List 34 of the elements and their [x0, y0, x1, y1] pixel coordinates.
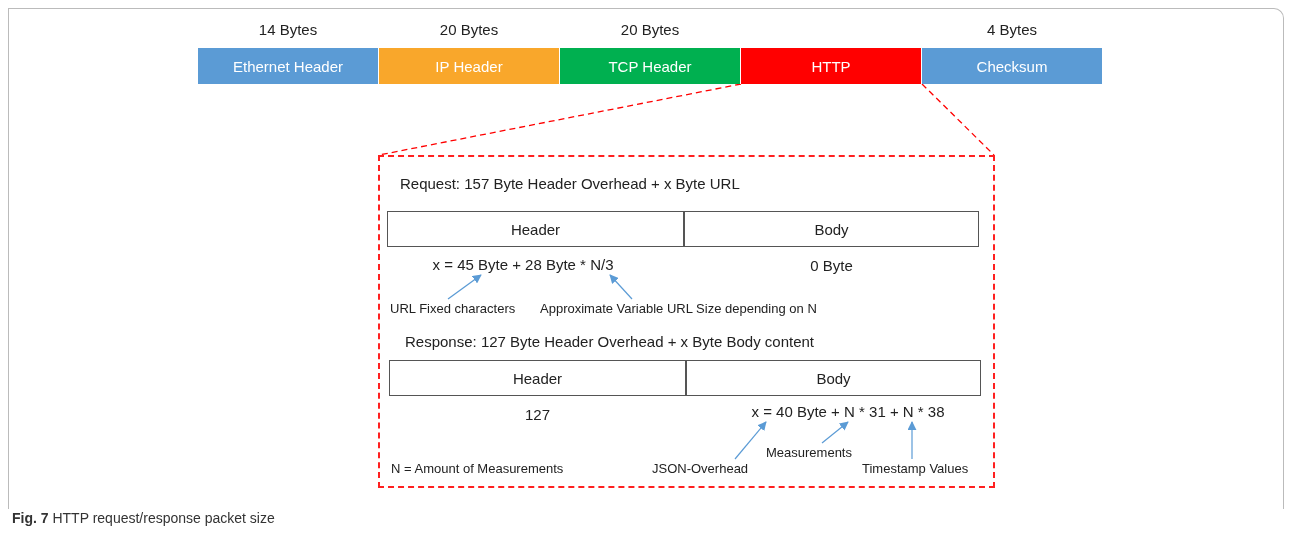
field-label: Body: [816, 369, 851, 387]
size-label: 127: [524, 405, 551, 425]
zoom-line: [921, 83, 995, 156]
zoom-detail-frame: [378, 155, 995, 488]
annotation-text: Request: 157 Byte Header Overhead + x Byte URL: [400, 174, 740, 194]
byte-size-label: 14 Bytes: [257, 20, 319, 40]
message-field: [387, 211, 684, 247]
annotation-text: Response: 127 Byte Header Overhead + x Byte Body content: [405, 332, 814, 352]
formula-text: x = 40 Byte + N * 31 + N * 38: [728, 402, 968, 422]
field-label: Header: [510, 220, 561, 238]
size-label: 0 Byte: [809, 256, 854, 276]
segment-label: Checksum: [976, 57, 1048, 75]
formula-text: x = 45 Byte + 28 Byte * N/3: [418, 255, 628, 275]
annotation-text: N = Amount of Measurements: [391, 460, 564, 478]
annotation-text: JSON-Overhead: [652, 459, 764, 479]
arrow: [821, 421, 849, 444]
annotation-text: Approximate Variable URL Size depending on N: [540, 299, 860, 319]
byte-size-label: 4 Bytes: [986, 20, 1038, 40]
field-label: Body: [814, 220, 849, 238]
segment-label: TCP Header: [608, 57, 692, 75]
packet-segment: [741, 48, 922, 84]
arrow: [447, 274, 482, 300]
byte-size-label: 20 Bytes: [619, 20, 681, 40]
segment-label: Ethernet Header: [232, 57, 344, 75]
byte-size-label: 20 Bytes: [438, 20, 500, 40]
annotation-text: URL Fixed characters: [390, 299, 530, 319]
field-label: Header: [512, 369, 563, 387]
arrow: [907, 421, 917, 460]
message-field: [686, 360, 981, 396]
segment-label: IP Header: [435, 57, 503, 75]
figure-caption: Fig. 7 HTTP request/response packet size: [12, 510, 275, 526]
arrow: [734, 421, 767, 460]
arrow: [609, 274, 633, 300]
segment-label: HTTP: [811, 57, 851, 75]
